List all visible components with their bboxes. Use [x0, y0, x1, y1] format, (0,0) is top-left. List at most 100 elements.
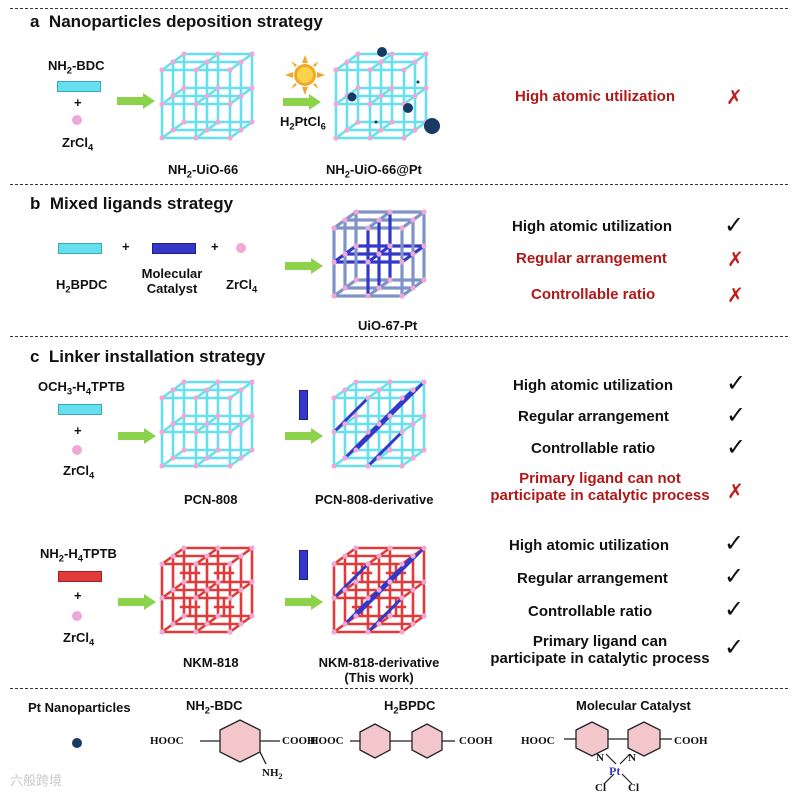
zr-node [365, 561, 371, 567]
zr-node [376, 421, 382, 427]
section-b-metal-label: ZrCl4 [226, 277, 258, 295]
zr-node [227, 101, 233, 107]
zr-node [365, 293, 371, 299]
zr-node [410, 421, 416, 427]
zr-node [238, 455, 244, 461]
installed-linker [388, 546, 426, 584]
zr-node [204, 127, 210, 133]
cross-mark-icon: ✗ [727, 481, 744, 503]
zr-node [331, 259, 337, 265]
check-mark-icon: ✓ [724, 212, 745, 239]
nh2-uio-66-label: NH2-UiO-66 [168, 162, 239, 180]
installed-linker [377, 388, 415, 426]
zr-node [421, 209, 427, 215]
sun-icon [285, 55, 325, 95]
zr-node [387, 413, 393, 419]
zr-node [387, 277, 393, 283]
zr-node [238, 387, 244, 393]
installed-linker [377, 554, 415, 592]
divider-bc [10, 336, 788, 337]
molecular-catalyst-structure [564, 721, 672, 785]
zr-node [170, 621, 176, 627]
zr-node [238, 127, 244, 133]
zr-node [353, 209, 359, 215]
plus-sign: + [122, 239, 130, 254]
zr-node [331, 595, 337, 601]
zr-node [170, 455, 176, 461]
zr-node [365, 429, 371, 435]
zr-node [170, 127, 176, 133]
zr-node [249, 379, 255, 385]
zr-node [159, 101, 165, 107]
zr-node [204, 59, 210, 65]
zr-node [181, 51, 187, 57]
arrow-right-icon [117, 93, 155, 109]
zr-node [333, 67, 339, 73]
zr-node [181, 413, 187, 419]
zr-node [170, 587, 176, 593]
zr-node [193, 135, 199, 141]
zr-node-icon [236, 243, 246, 253]
zr-node [331, 225, 337, 231]
zr-node [331, 561, 337, 567]
zr-node [412, 93, 418, 99]
zr-node [181, 85, 187, 91]
zr-node [387, 579, 393, 585]
pcn-808-derivative-framework [331, 379, 427, 469]
zr-node [238, 621, 244, 627]
zr-node [399, 293, 405, 299]
installed-linker [366, 430, 404, 468]
pt-atom: Pt [609, 764, 621, 778]
zr-node [342, 387, 348, 393]
arrow-right-icon [283, 94, 321, 110]
installed-linker-bar [299, 550, 308, 580]
zr-node [159, 629, 165, 635]
zr-node [365, 595, 371, 601]
zr-node [215, 119, 221, 125]
zr-node [238, 93, 244, 99]
zr-node [333, 135, 339, 141]
zr-node [181, 545, 187, 551]
property-b-1: High atomic utilization [512, 218, 672, 235]
zr-node [331, 293, 337, 299]
zr-node [365, 629, 371, 635]
section-a-ligand-label: NH2-BDC [48, 58, 105, 76]
zr-node [193, 101, 199, 107]
zr-node [387, 545, 393, 551]
zr-node [227, 67, 233, 73]
property-c-3: Controllable ratio [531, 440, 656, 457]
zr-node [159, 395, 165, 401]
cross-mark-icon: ✗ [727, 249, 744, 271]
zr-node [170, 387, 176, 393]
check-mark-icon: ✓ [726, 434, 747, 461]
zr-node [399, 225, 405, 231]
uio-67-pt-framework [331, 209, 427, 299]
zr-node [378, 59, 384, 65]
zr-node [399, 463, 405, 469]
zr-node [227, 595, 233, 601]
zr-node [181, 119, 187, 125]
zr-node [193, 561, 199, 567]
chloride-ligand: Cl [628, 782, 639, 794]
nh2-bdc-structure [200, 719, 280, 765]
zr-node [344, 59, 350, 65]
zr-node [410, 251, 416, 257]
cooh-group: COOH [459, 735, 493, 747]
zr-node [215, 85, 221, 91]
och3-h4tptb-label: OCH3-H4TPTB [38, 379, 125, 397]
zr-node [423, 51, 429, 57]
zr-node [249, 447, 255, 453]
divider-legend [10, 688, 788, 689]
zr-node-icon [72, 611, 82, 621]
zr-node [204, 421, 210, 427]
zr-node [353, 379, 359, 385]
arrow-right-icon [285, 428, 323, 444]
zr-node [355, 85, 361, 91]
zr-node [227, 629, 233, 635]
nh2-group: NH2 [262, 767, 283, 782]
zr-node [249, 545, 255, 551]
zr-node [389, 85, 395, 91]
zr-node [159, 67, 165, 73]
zr-node [227, 561, 233, 567]
